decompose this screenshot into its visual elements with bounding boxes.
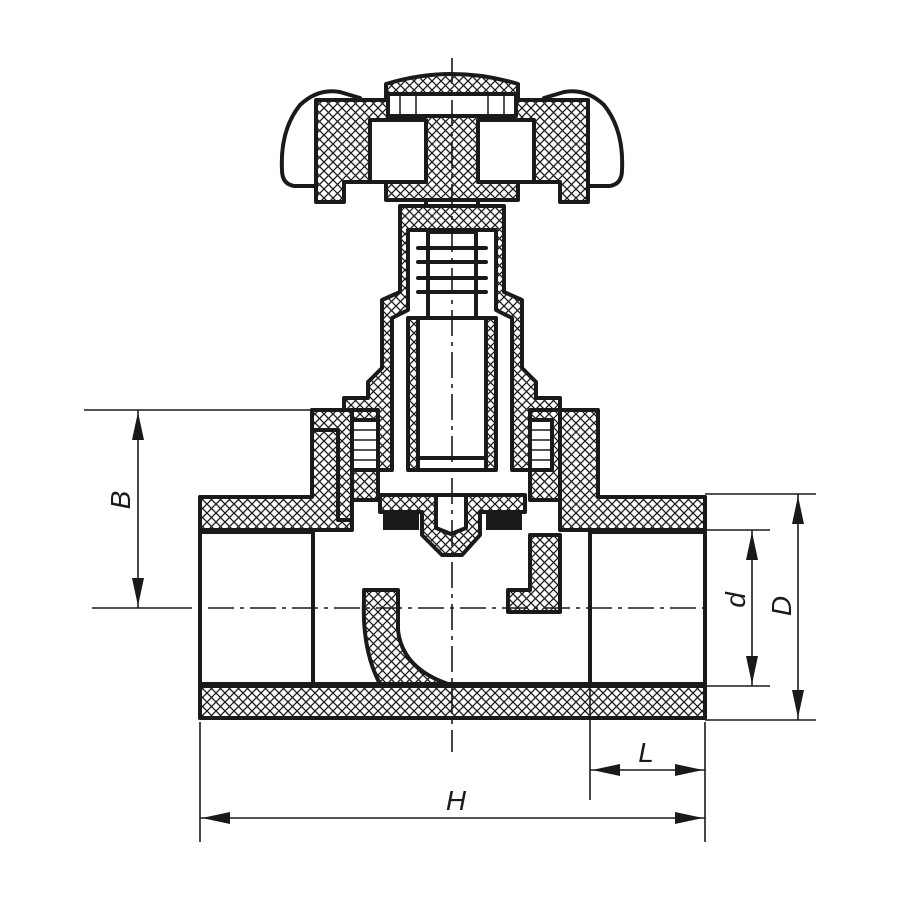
dimension-label-d: d <box>720 591 751 608</box>
dimension-label-D: D <box>766 596 797 616</box>
dimension-label-L: L <box>638 737 654 768</box>
dimension-lines <box>84 409 816 842</box>
dimension-label-B: B <box>105 491 136 510</box>
handwheel <box>279 72 625 204</box>
dimension-label-H: H <box>446 785 467 816</box>
